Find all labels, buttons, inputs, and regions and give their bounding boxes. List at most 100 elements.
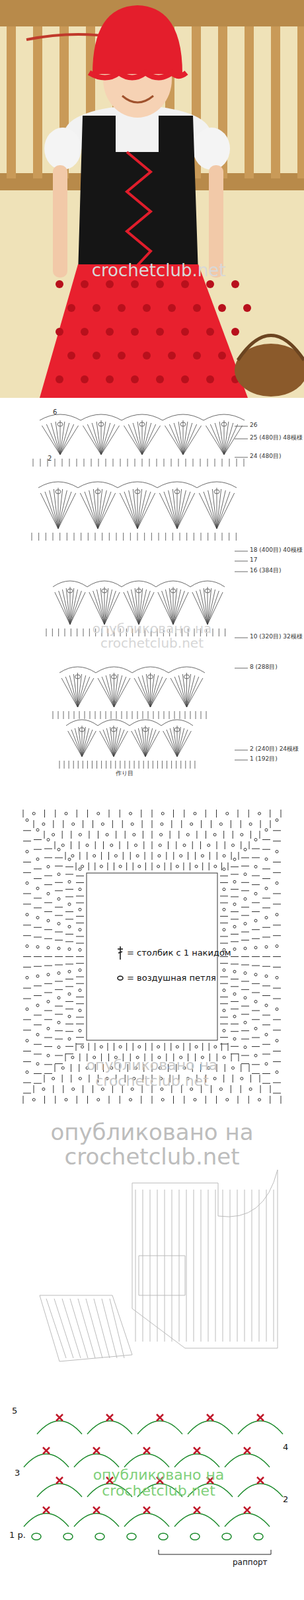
- chain: [46, 946, 50, 950]
- chain: [97, 1098, 100, 1102]
- dc-stitch: [163, 711, 165, 720]
- chain: [61, 1066, 65, 1070]
- dc-stitch: [241, 964, 250, 965]
- fan-arc: [59, 666, 96, 673]
- lace-hole: [117, 304, 126, 312]
- lace-hole: [130, 327, 139, 336]
- dc-stitch: [241, 939, 250, 941]
- chain: [72, 1087, 75, 1091]
- chain: [46, 892, 50, 895]
- dc-stitch: [33, 878, 42, 879]
- chain: [222, 928, 226, 932]
- dc-stitch: [44, 809, 45, 818]
- dc-stitch: [33, 1015, 42, 1016]
- dc-stitch: [262, 849, 271, 850]
- chain: [214, 865, 217, 868]
- dc-stitch: [262, 985, 271, 987]
- dc-stitch: [230, 918, 239, 920]
- chain-arch: [37, 1483, 82, 1497]
- dc-stitch: [262, 927, 271, 928]
- dc-stitch: [167, 841, 169, 850]
- fan-spoke: [131, 730, 146, 757]
- fan-spoke: [183, 422, 193, 455]
- dc-stitch: [230, 1053, 239, 1055]
- chain: [36, 857, 39, 861]
- fan-spoke: [101, 422, 111, 455]
- chain: [222, 867, 226, 871]
- fan-spoke: [173, 422, 184, 455]
- dc-stitch: [230, 1046, 239, 1047]
- sc-x: [243, 1506, 251, 1514]
- stitch-column: [101, 1298, 117, 1359]
- dc-stitch: [54, 906, 63, 908]
- sc-x: [42, 1447, 50, 1454]
- stitch-column: [244, 1189, 246, 1342]
- chain: [219, 1087, 223, 1091]
- lace-hole: [218, 304, 227, 312]
- fan-arc: [80, 414, 122, 421]
- dc-stitch: [130, 532, 131, 541]
- dc-stitch: [92, 820, 94, 829]
- crib-bar: [297, 26, 304, 179]
- dc-stitch: [251, 1036, 260, 1038]
- dc-stitch: [76, 1017, 84, 1018]
- dc-stitch: [59, 532, 61, 541]
- fan-spoke: [70, 589, 78, 625]
- chain-arch: [37, 1420, 82, 1435]
- dc-stitch: [262, 937, 271, 938]
- fan-spoke: [58, 493, 76, 529]
- chain: [243, 996, 247, 1000]
- dc-stitch: [129, 760, 131, 769]
- dc-stitch: [169, 830, 171, 839]
- chain: [105, 833, 109, 836]
- dc-stitch: [76, 922, 84, 924]
- stitch-column: [70, 1298, 88, 1359]
- dc-stitch: [250, 1074, 252, 1083]
- fan-spoke: [173, 592, 189, 625]
- dc-stitch: [230, 896, 239, 897]
- chain: [36, 1033, 39, 1037]
- dc-stitch: [220, 875, 228, 877]
- legend-text: = столбик с 1 накидом: [126, 947, 232, 958]
- dc-stitch: [220, 1003, 228, 1004]
- dc-stitch: [272, 956, 281, 957]
- dc-stitch: [220, 882, 228, 883]
- dc-stitch: [95, 841, 96, 850]
- dc-stitch: [122, 851, 124, 860]
- dc-stitch: [152, 862, 153, 871]
- chain: [93, 854, 96, 858]
- fan-arc: [117, 481, 158, 488]
- dc-stitch: [23, 861, 32, 863]
- dc-stitch: [134, 760, 135, 769]
- chain: [249, 1087, 252, 1091]
- dc-stitch: [78, 1064, 80, 1072]
- sc-x: [93, 1447, 100, 1454]
- dc-stitch: [238, 1053, 240, 1062]
- chain: [25, 913, 29, 916]
- dc-stitch: [108, 851, 110, 860]
- fan-arc: [39, 414, 81, 421]
- dc-stitch: [44, 1046, 53, 1047]
- stitch-column: [85, 1298, 103, 1359]
- row-number: 3: [14, 1468, 28, 1478]
- dc-stitch: [163, 458, 165, 467]
- stitch-column: [229, 1189, 231, 1342]
- dc-stitch: [185, 458, 187, 467]
- dc-stitch: [44, 1074, 45, 1083]
- chain: [179, 854, 183, 858]
- chain: [233, 880, 236, 883]
- dc-stitch: [205, 1095, 207, 1104]
- fan-spoke: [77, 676, 90, 708]
- fan-spoke: [177, 730, 191, 757]
- fan-spoke: [97, 493, 116, 529]
- chain: [233, 925, 236, 928]
- fan-spoke: [114, 675, 123, 708]
- dc-stitch: [185, 711, 186, 720]
- dc-stitch: [54, 915, 63, 916]
- stitch-column: [135, 1189, 137, 1342]
- dc-stitch: [54, 1055, 63, 1057]
- dc-stitch: [33, 839, 42, 840]
- dc-stitch: [259, 1074, 261, 1083]
- fan-spoke: [142, 422, 152, 455]
- dc-stitch: [87, 532, 89, 541]
